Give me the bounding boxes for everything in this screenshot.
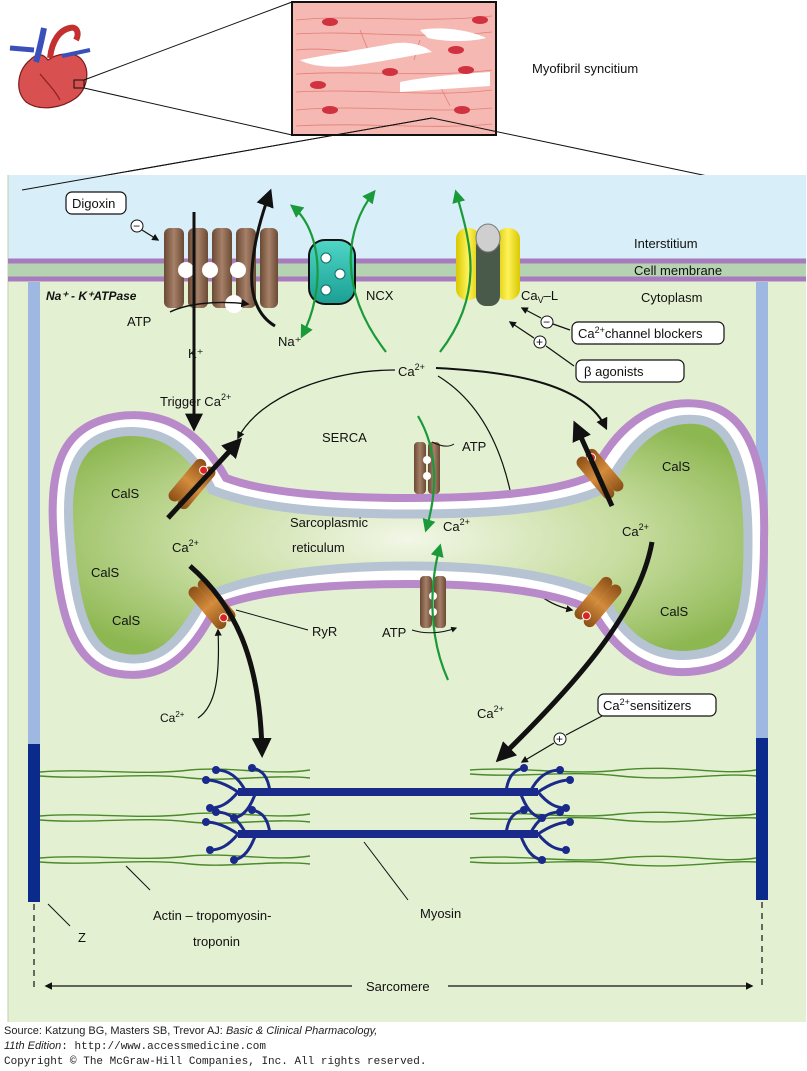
ca-sr-label: Ca2+ (443, 517, 470, 534)
blockers-minus-sign (540, 315, 554, 329)
sarcomere-label: Sarcomere (366, 979, 430, 994)
myofibril-inset (291, 1, 497, 136)
svg-text:Ca2+sensitizers: Ca2+sensitizers (603, 697, 692, 713)
interstitium-label: Interstitium (634, 236, 698, 251)
atp-label-pump: ATP (127, 314, 151, 329)
svg-text:β agonists: β agonists (584, 364, 644, 379)
na-k-atpase-label: Na⁺ - K⁺ATPase (46, 289, 137, 303)
source-citation: Source: Katzung BG, Masters SB, Trevor A… (4, 1025, 378, 1037)
cals-label-4: CalS (662, 459, 691, 474)
na-plus-label: Na⁺ (278, 334, 301, 349)
copyright-notice: Copyright © The McGraw-Hill Companies, I… (4, 1056, 427, 1068)
ryr-label: RyR (312, 624, 337, 639)
sensitizers-plus-sign (553, 732, 567, 746)
sensitizers-plus-symbol: + (556, 732, 563, 746)
ncx-exchanger (308, 239, 356, 305)
beta-agonists-box: β agonists (575, 359, 685, 383)
cav-l-channel (456, 223, 520, 306)
myosin-label: Myosin (420, 906, 461, 921)
cytoplasm-label: Cytoplasm (641, 290, 702, 305)
k-plus-label: K⁺ (188, 346, 204, 361)
reticulum-label: reticulum (292, 540, 345, 555)
svg-text:Ca2+channel blockers: Ca2+channel blockers (578, 325, 703, 341)
z-line-left-light (28, 282, 40, 744)
cals-label-1: CalS (111, 486, 140, 501)
serca-label: SERCA (322, 430, 367, 445)
ca-entry-label: Ca2+ (160, 710, 185, 725)
z-line-left (28, 744, 40, 902)
ca-release-left-label: Ca2+ (172, 538, 199, 555)
cals-label-2: CalS (91, 565, 120, 580)
interstitium-region (8, 175, 806, 261)
atp-label-serca-upper: ATP (462, 439, 486, 454)
zoom-line-top (83, 1, 293, 81)
digoxin-inhibit-sign (130, 219, 144, 233)
cals-label-3: CalS (112, 613, 141, 628)
myofibril-syncitium-label: Myofibril syncitium (532, 61, 638, 76)
serca-pump-lower (420, 576, 446, 628)
svg-text:Digoxin: Digoxin (72, 196, 115, 211)
beta-plus-sign (533, 335, 547, 349)
digoxin-minus-symbol: − (133, 219, 140, 233)
trigger-ca-label: Trigger Ca2+ (160, 392, 231, 409)
zoom-line-bottom (83, 87, 293, 136)
blockers-minus-symbol: − (543, 315, 550, 329)
myosin-filaments (202, 764, 574, 864)
z-line-label: Z (78, 930, 86, 945)
z-line-right (756, 738, 768, 900)
na-k-atpase-pump (164, 228, 278, 313)
ryr-channel-lower-right (574, 576, 622, 628)
ca-channel-blockers-box: Ca2+channel blockers (571, 321, 725, 345)
actin-tropomyosin-label: Actin – tropomyosin- (153, 908, 272, 923)
beta-plus-symbol: + (536, 335, 543, 349)
digoxin-box: Digoxin (65, 191, 127, 215)
sarcoplasmic-label: Sarcoplasmic (290, 515, 369, 530)
cals-label-5: CalS (660, 604, 689, 619)
troponin-label: troponin (193, 934, 240, 949)
ca-release-right-label: Ca2+ (622, 522, 649, 539)
ca-myofilament-label: Ca2+ (477, 704, 504, 721)
heart-icon (9, 24, 91, 109)
ca-sensitizers-box: Ca2+sensitizers (597, 693, 717, 717)
ncx-label: NCX (366, 288, 394, 303)
source-edition: 11th Edition: http://www.accessmedicine.… (4, 1040, 266, 1053)
cell-membrane-label: Cell membrane (634, 263, 722, 278)
atp-label-serca-lower: ATP (382, 625, 406, 640)
cav-l-label: CaV–L (521, 288, 558, 305)
ca-cytoplasm-label: Ca2+ (398, 362, 425, 379)
